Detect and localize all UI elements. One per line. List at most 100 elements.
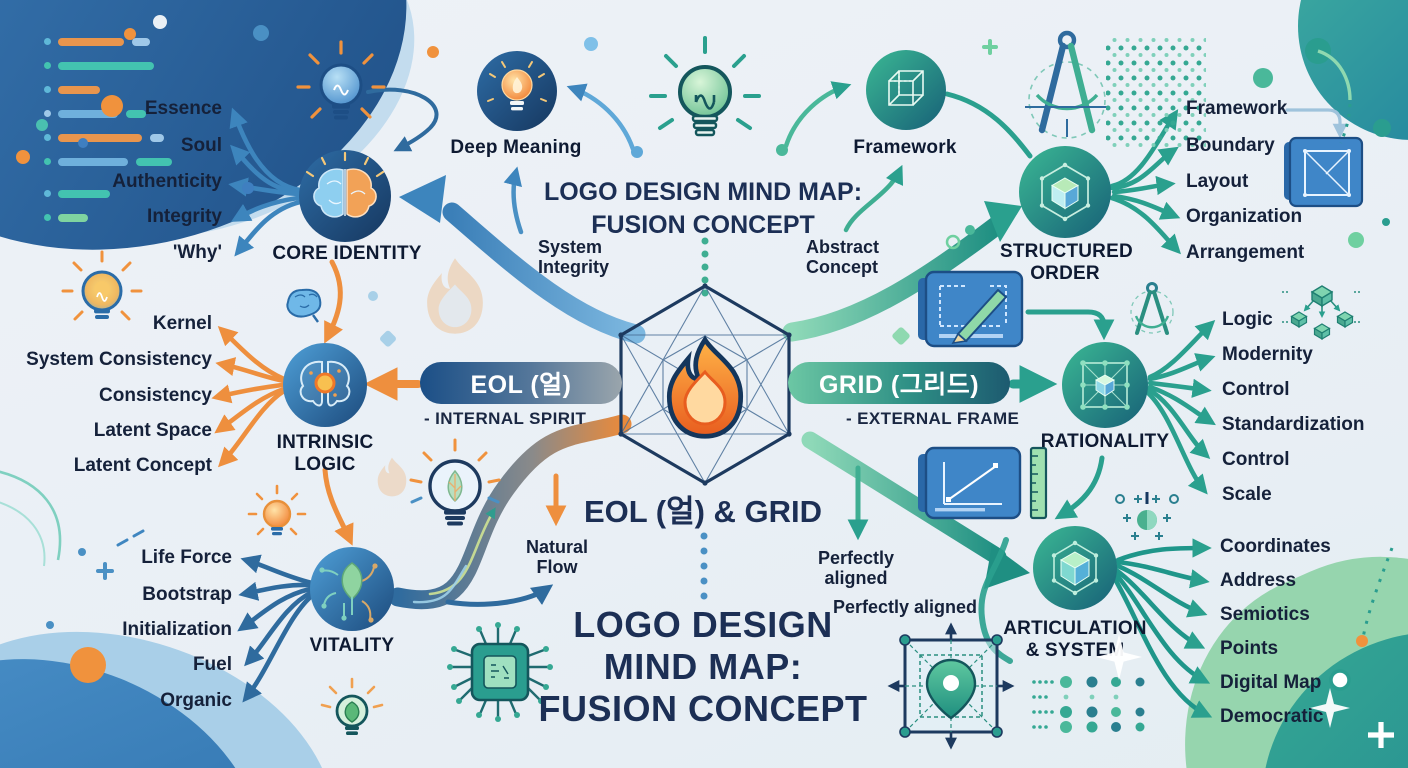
eol-pill-subtitle: - INTERNAL SPIRIT (424, 409, 587, 428)
intrinsic-logic-node (283, 343, 367, 427)
vitality-branch-lines (237, 554, 317, 703)
branch-label: Framework (1186, 98, 1288, 119)
yellow-lightbulb-icon (247, 484, 307, 536)
cube-in-hexagon-icon (1039, 162, 1091, 222)
branch-label: Integrity (147, 206, 222, 227)
branch-label: Initialization (122, 619, 232, 640)
top-title-line1: LOGO DESIGN MIND MAP: (543, 178, 863, 206)
branch-label: Modernity (1222, 344, 1313, 365)
branch-label: Points (1220, 638, 1279, 659)
branch-label: Organization (1186, 206, 1303, 227)
top-title: LOGO DESIGN MIND MAP: FUSION CONCEPT (503, 176, 903, 241)
orange-blue-lightbulb-icon (61, 250, 143, 321)
grid-cube-icon (1080, 360, 1130, 410)
branch-label: System Consistency (26, 349, 212, 370)
rationality-label: RATIONALITY (1040, 431, 1170, 452)
alignment-crosshair-icon (1115, 492, 1179, 540)
hexagon-flame-emblem (618, 283, 792, 486)
wireframe-cube-icon (888, 70, 924, 106)
bottom-title-line3: FUSION CONCEPT (538, 688, 868, 730)
branch-label: Control (1222, 449, 1290, 470)
leaf-circuit-icon (319, 562, 378, 623)
eol-pill-label: EOL (얼) (470, 371, 572, 399)
intrinsic-logic-label: INTRINSIC LOGIC (276, 432, 374, 475)
structured-order-branch-lines (1109, 109, 1181, 255)
branch-label: Latent Space (93, 420, 212, 441)
structured-order-node (1019, 146, 1111, 238)
branch-label: Bootstrap (142, 584, 232, 605)
map-pin-grid-icon (887, 622, 1015, 750)
structured-order-label: STRUCTURED ORDER (1000, 241, 1133, 284)
natural-flow-note: Natural Flow (525, 537, 588, 578)
system-integrity-note: System Integrity (538, 237, 610, 278)
small-brain-icon (286, 288, 322, 323)
brain-core-icon (299, 360, 351, 407)
branch-label: Logic (1222, 309, 1273, 330)
blueprint-pencil-icon (918, 270, 1024, 348)
code-block-icon (0, 0, 300, 270)
branch-label: Arrangement (1186, 242, 1305, 263)
framework-label: Framework (853, 137, 957, 158)
branch-label: Kernel (152, 313, 212, 334)
deep-meaning-label: Deep Meaning (450, 137, 582, 158)
grid-pill-label: GRID (그리드) (818, 371, 980, 399)
articulation-branch-lines (1109, 538, 1213, 718)
branch-label: Consistency (99, 385, 212, 406)
vitality-node (310, 547, 394, 631)
abstract-concept-note: Abstract Concept (806, 237, 880, 278)
cpu-chip-icon (447, 622, 553, 722)
perfectly-aligned-note-2: Perfectly aligned (832, 597, 978, 617)
grid-pill-subtitle: - EXTERNAL FRAME (846, 409, 1020, 428)
branch-label: Semiotics (1220, 604, 1310, 625)
blueprint-scroll-icon (1284, 136, 1364, 208)
binary-dot-matrix-icon (1106, 38, 1206, 150)
branch-label: 'Why' (172, 242, 222, 263)
grid-pill: GRID (그리드) (788, 362, 1010, 404)
branch-label: Soul (180, 135, 222, 156)
branch-label: Authenticity (112, 171, 222, 192)
branch-label: Essence (144, 98, 222, 119)
cube-network-icon (1051, 540, 1099, 596)
flame-watermark-icon (427, 258, 483, 334)
dot-matrix-icon (1032, 676, 1145, 733)
scatter-accents (0, 15, 1394, 691)
branch-label: Standardization (1222, 414, 1365, 435)
branch-label: Latent Concept (73, 455, 212, 476)
vitality-label: VITALITY (309, 635, 395, 656)
compass-icon (1025, 30, 1109, 139)
emblem-title: EOL (얼) & GRID (583, 494, 823, 529)
ribbon-connectors (388, 175, 1030, 664)
core-identity-node (299, 150, 391, 242)
framework-node (866, 50, 946, 130)
branch-label: Boundary (1186, 135, 1275, 156)
core-identity-label: CORE IDENTITY (272, 243, 422, 264)
branch-label: Address (1220, 570, 1297, 591)
bottom-title-line2: MIND MAP: (603, 646, 803, 688)
blueprint-graph-icon (918, 446, 1022, 520)
top-center-lightbulb-icon (649, 36, 761, 137)
branch-label: Coordinates (1220, 536, 1331, 557)
intrinsic-logic-branch-lines (211, 326, 287, 468)
bottom-title-line1: LOGO DESIGN (573, 604, 833, 645)
articulation-system-label: ARTICULATION & SYSTEM (1003, 618, 1147, 661)
arrow-connectors (322, 81, 1348, 607)
branch-label: Scale (1222, 484, 1272, 505)
rationality-branch-lines (1143, 320, 1216, 495)
deep-meaning-node (477, 51, 557, 131)
small-compass-icon (1130, 282, 1174, 335)
perfectly-aligned-note-1: Perfectly aligned (817, 548, 895, 589)
branch-label: Democratic (1220, 706, 1324, 727)
eol-pill: EOL (얼) (420, 362, 622, 404)
leaf-lightbulb-icon (409, 438, 501, 526)
branch-label: Fuel (192, 654, 232, 675)
rationality-node (1062, 342, 1148, 428)
bottom-title: LOGO DESIGN MIND MAP: FUSION CONCEPT (523, 604, 883, 730)
blue-lightbulb-icon (296, 40, 386, 120)
branch-label: Organic (160, 690, 232, 711)
branch-label: Control (1222, 379, 1290, 400)
branch-label: Digital Map (1220, 672, 1322, 693)
branch-label: Layout (1186, 171, 1249, 192)
ruler-icon (1029, 446, 1048, 520)
